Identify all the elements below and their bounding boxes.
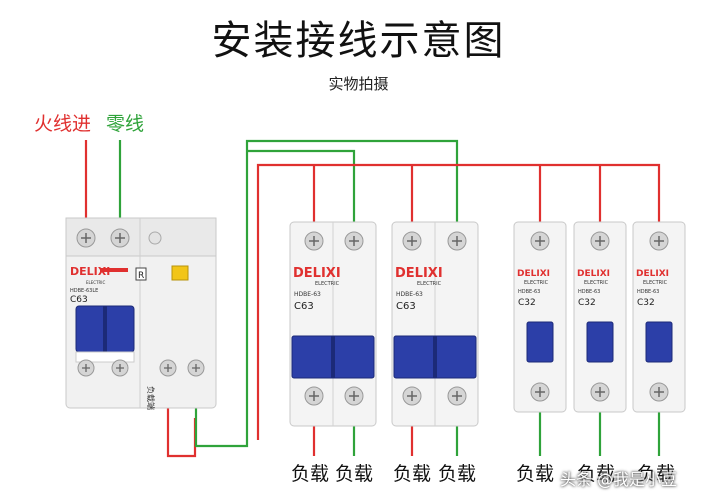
- breaker-5: DELIXI ELECTRIC HDBE-63 C32: [632, 221, 686, 413]
- load-label-4: 负载: [438, 463, 477, 485]
- live-bus-wire: [256, 163, 661, 440]
- neutral-label: 零线: [106, 113, 145, 135]
- main-load-screw-1: [77, 359, 95, 377]
- load-label-5: 负载: [516, 463, 555, 485]
- b2-model-text: HDBE-63: [396, 291, 423, 298]
- main-load-screw-2: [111, 359, 129, 377]
- b3-rating-text: C32: [518, 298, 536, 308]
- page-subtitle: 实物拍摄: [328, 75, 389, 93]
- watermark: 头条 @我是小豆: [560, 470, 678, 489]
- live-in-label: 火线进: [34, 113, 92, 135]
- b5-model-text: HDBE-63: [637, 289, 659, 295]
- b1-bottom-screw-2: [344, 386, 364, 406]
- b2-brand-text: DELIXI: [395, 266, 443, 281]
- b3-top-screw: [530, 231, 550, 251]
- load-end-text: 负载端: [146, 386, 156, 410]
- reset-key-text: R: [138, 271, 144, 281]
- b3-sub-text: ELECTRIC: [524, 280, 549, 286]
- load-label-7: 负载: [637, 463, 676, 485]
- load-label-1: 负载: [291, 463, 330, 485]
- b1-brand-text: DELIXI: [293, 266, 341, 281]
- load-label-2: 负载: [335, 463, 374, 485]
- main-rating-text: C63: [70, 295, 88, 305]
- b3-bottom-screw: [530, 382, 550, 402]
- b4-top-screw: [590, 231, 610, 251]
- b2-bottom-screw-1: [402, 386, 422, 406]
- b5-rating-text: C32: [637, 298, 655, 308]
- main-breaker: DELIXI ELECTRIC HDBE-63LE C63 R 负载端: [65, 217, 217, 410]
- main-neutral-out-wire: [194, 139, 459, 448]
- b5-handle[interactable]: [645, 321, 673, 363]
- load-label-3: 负载: [393, 463, 432, 485]
- b1-model-text: HDBE-63: [294, 291, 321, 298]
- b3-brand-text: DELIXI: [517, 269, 550, 279]
- b4-sub-text: ELECTRIC: [584, 280, 609, 286]
- main-out-screw-live: [159, 359, 177, 377]
- b5-brand-text: DELIXI: [636, 269, 669, 279]
- b1-top-screw-1: [304, 231, 324, 251]
- b3-model-text: HDBE-63: [518, 289, 540, 295]
- b4-handle[interactable]: [586, 321, 614, 363]
- main-screw-neutral: [110, 228, 130, 248]
- b4-brand-text: DELIXI: [577, 269, 610, 279]
- b4-rating-text: C32: [578, 298, 596, 308]
- b2-top-screw-1: [402, 231, 422, 251]
- load-label-6: 负载: [577, 463, 616, 485]
- b1-sub-text: ELECTRIC: [315, 281, 340, 287]
- test-button[interactable]: [171, 265, 189, 281]
- b2-bottom-screw-2: [447, 386, 467, 406]
- b1-top-screw-2: [344, 231, 364, 251]
- main-sub-text: ELECTRIC: [86, 280, 105, 285]
- b1-rating-text: C63: [294, 301, 314, 312]
- main-out-screw-neutral: [187, 359, 205, 377]
- b1-bottom-screw-1: [304, 386, 324, 406]
- main-screw-live: [76, 228, 96, 248]
- main-model-text: HDBE-63LE: [70, 288, 98, 294]
- breaker-3: DELIXI ELECTRIC HDBE-63 C32: [513, 221, 567, 413]
- breaker-4: DELIXI ELECTRIC HDBE-63 C32: [573, 221, 627, 413]
- b4-model-text: HDBE-63: [578, 289, 600, 295]
- b5-top-screw: [649, 231, 669, 251]
- b2-top-screw-2: [447, 231, 467, 251]
- breaker-1: DELIXI ELECTRIC HDBE-63 C63: [289, 221, 377, 427]
- b3-handle[interactable]: [526, 321, 554, 363]
- b2-sub-text: ELECTRIC: [417, 281, 442, 287]
- b2-rating-text: C63: [396, 301, 416, 312]
- b5-bottom-screw: [649, 382, 669, 402]
- b4-bottom-screw: [590, 382, 610, 402]
- page-title: 安装接线示意图: [211, 18, 506, 64]
- neutral-bus-wire: [247, 149, 356, 241]
- breaker-2: DELIXI ELECTRIC HDBE-63 C63: [391, 221, 479, 427]
- b5-sub-text: ELECTRIC: [643, 280, 668, 286]
